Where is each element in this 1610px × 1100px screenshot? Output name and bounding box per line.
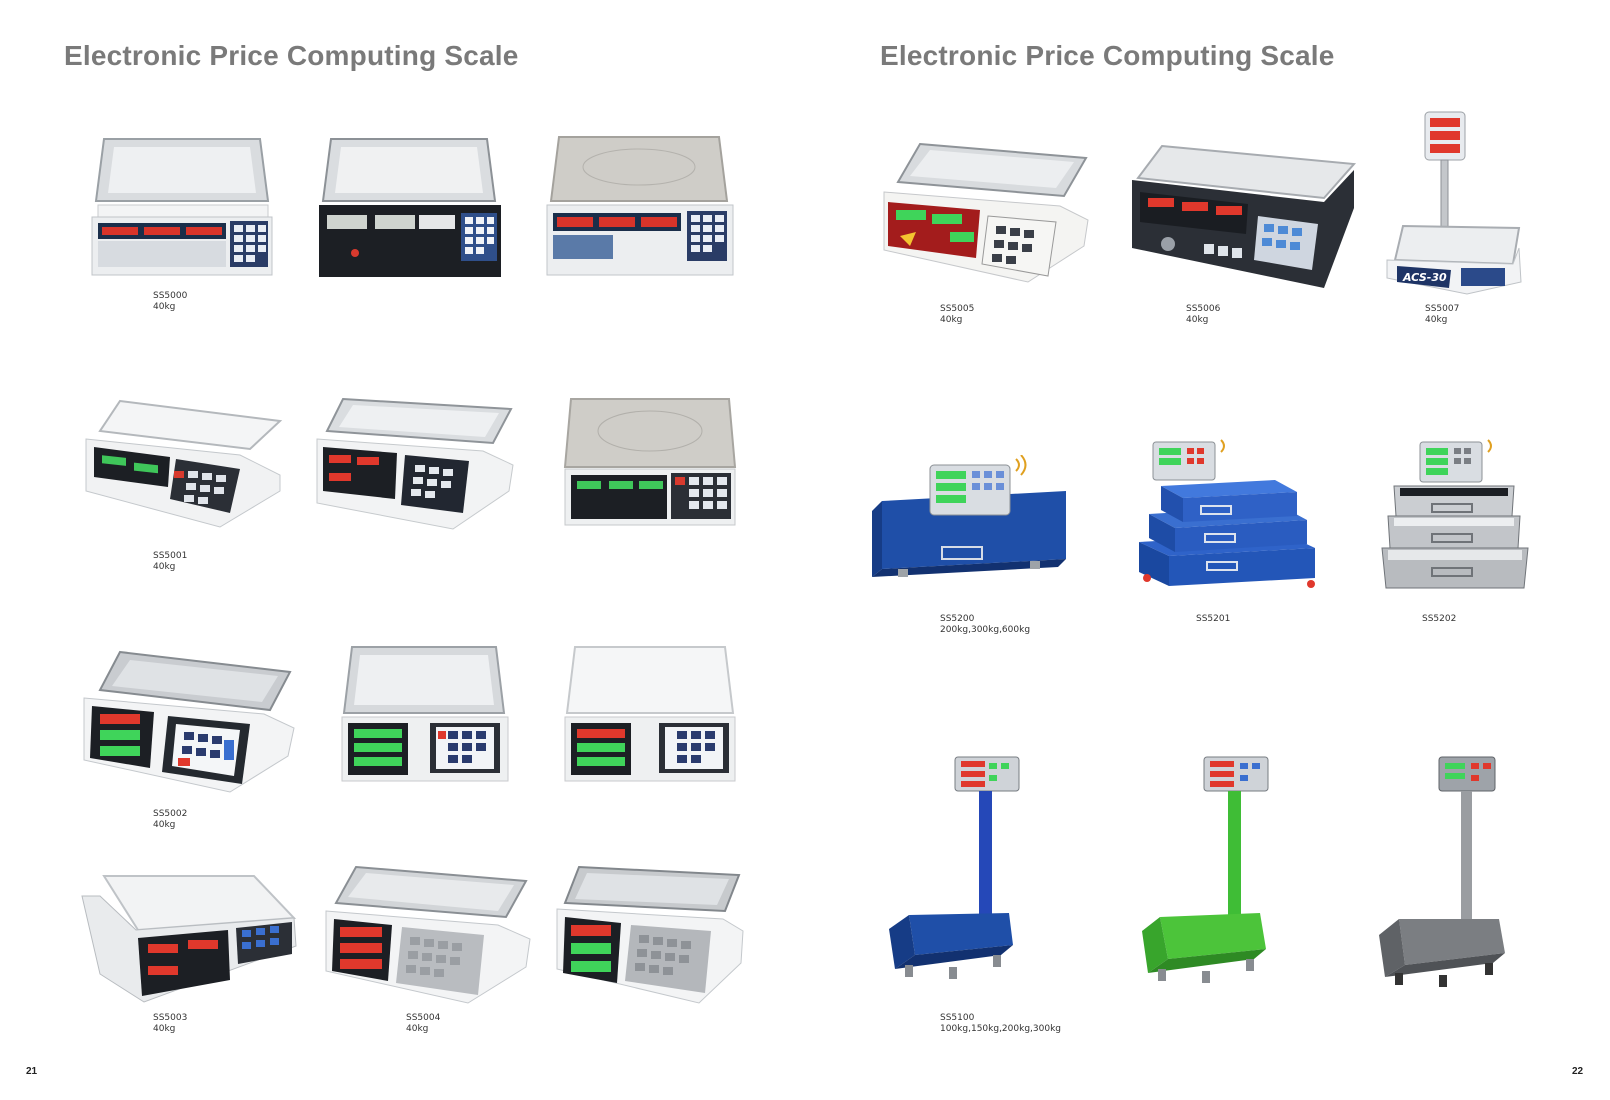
model-number: SS5001 bbox=[153, 551, 188, 561]
caption-ss5003: SS5003 40kg bbox=[153, 1013, 187, 1035]
model-number: SS5007 bbox=[1425, 304, 1460, 314]
caption-ss5000: SS5000 40kg bbox=[153, 291, 187, 313]
caption-ss5100: SS5100 100kg,150kg,200kg,300kg bbox=[940, 1013, 1061, 1035]
product-image-ss5004-b bbox=[555, 865, 745, 1005]
model-number: SS5006 bbox=[1186, 304, 1221, 314]
capacity: 40kg bbox=[1425, 315, 1448, 325]
model-number: SS5200 bbox=[940, 614, 975, 624]
product-image-ss5002-b bbox=[340, 645, 510, 785]
caption-ss5005: SS5005 40kg bbox=[940, 304, 974, 326]
product-image-ss5001-b bbox=[313, 395, 518, 530]
product-image-ss5202 bbox=[1380, 438, 1530, 598]
caption-ss5004: SS5004 40kg bbox=[406, 1013, 440, 1035]
left-page-title: Electronic Price Computing Scale bbox=[64, 40, 519, 71]
capacity: 100kg,150kg,200kg,300kg bbox=[940, 1024, 1061, 1034]
capacity: 40kg bbox=[153, 302, 176, 312]
product-image-ss5100-blue bbox=[885, 755, 1020, 990]
product-image-ss5100-green bbox=[1140, 755, 1275, 990]
product-image-ss5000-c bbox=[545, 135, 735, 280]
capacity: 200kg,300kg,600kg bbox=[940, 625, 1031, 635]
capacity: 40kg bbox=[406, 1024, 429, 1034]
model-number: SS5201 bbox=[1196, 614, 1231, 624]
product-image-ss5000-a bbox=[90, 135, 275, 280]
product-image-ss5002-c bbox=[563, 645, 738, 785]
caption-ss5201: SS5201 bbox=[1196, 614, 1230, 625]
caption-ss5202: SS5202 bbox=[1422, 614, 1456, 625]
model-number: SS5202 bbox=[1422, 614, 1457, 624]
caption-ss5002: SS5002 40kg bbox=[153, 809, 187, 831]
page-number-right: 22 bbox=[1572, 1066, 1584, 1077]
product-image-ss5201 bbox=[1135, 438, 1325, 598]
scale-display-label: ACS-30 bbox=[1402, 271, 1447, 284]
product-image-ss5200 bbox=[870, 455, 1070, 595]
capacity: 40kg bbox=[153, 820, 176, 830]
product-image-ss5100-gray bbox=[1375, 755, 1515, 990]
model-number: SS5002 bbox=[153, 809, 188, 819]
model-number: SS5005 bbox=[940, 304, 975, 314]
product-image-ss5001-c bbox=[563, 395, 738, 530]
caption-ss5006: SS5006 40kg bbox=[1186, 304, 1220, 326]
capacity: 40kg bbox=[940, 315, 963, 325]
model-number: SS5003 bbox=[153, 1013, 188, 1023]
product-image-ss5003 bbox=[80, 870, 300, 1005]
product-image-ss5001-a bbox=[80, 395, 285, 530]
product-image-ss5004-a bbox=[322, 865, 532, 1005]
page-number-left: 21 bbox=[26, 1066, 38, 1077]
product-image-ss5000-b bbox=[315, 135, 505, 280]
capacity: 40kg bbox=[1186, 315, 1209, 325]
product-image-ss5002-a bbox=[80, 650, 295, 795]
capacity: 40kg bbox=[153, 562, 176, 572]
model-number: SS5000 bbox=[153, 291, 188, 301]
model-number: SS5004 bbox=[406, 1013, 441, 1023]
product-image-ss5005 bbox=[880, 140, 1090, 285]
caption-ss5200: SS5200 200kg,300kg,600kg bbox=[940, 614, 1030, 636]
caption-ss5007: SS5007 40kg bbox=[1425, 304, 1459, 326]
product-image-ss5007: ACS-30 bbox=[1385, 110, 1525, 295]
caption-ss5001: SS5001 40kg bbox=[153, 551, 187, 573]
product-image-ss5006 bbox=[1128, 140, 1358, 290]
capacity: 40kg bbox=[153, 1024, 176, 1034]
right-page-title: Electronic Price Computing Scale bbox=[880, 40, 1335, 71]
model-number: SS5100 bbox=[940, 1013, 975, 1023]
